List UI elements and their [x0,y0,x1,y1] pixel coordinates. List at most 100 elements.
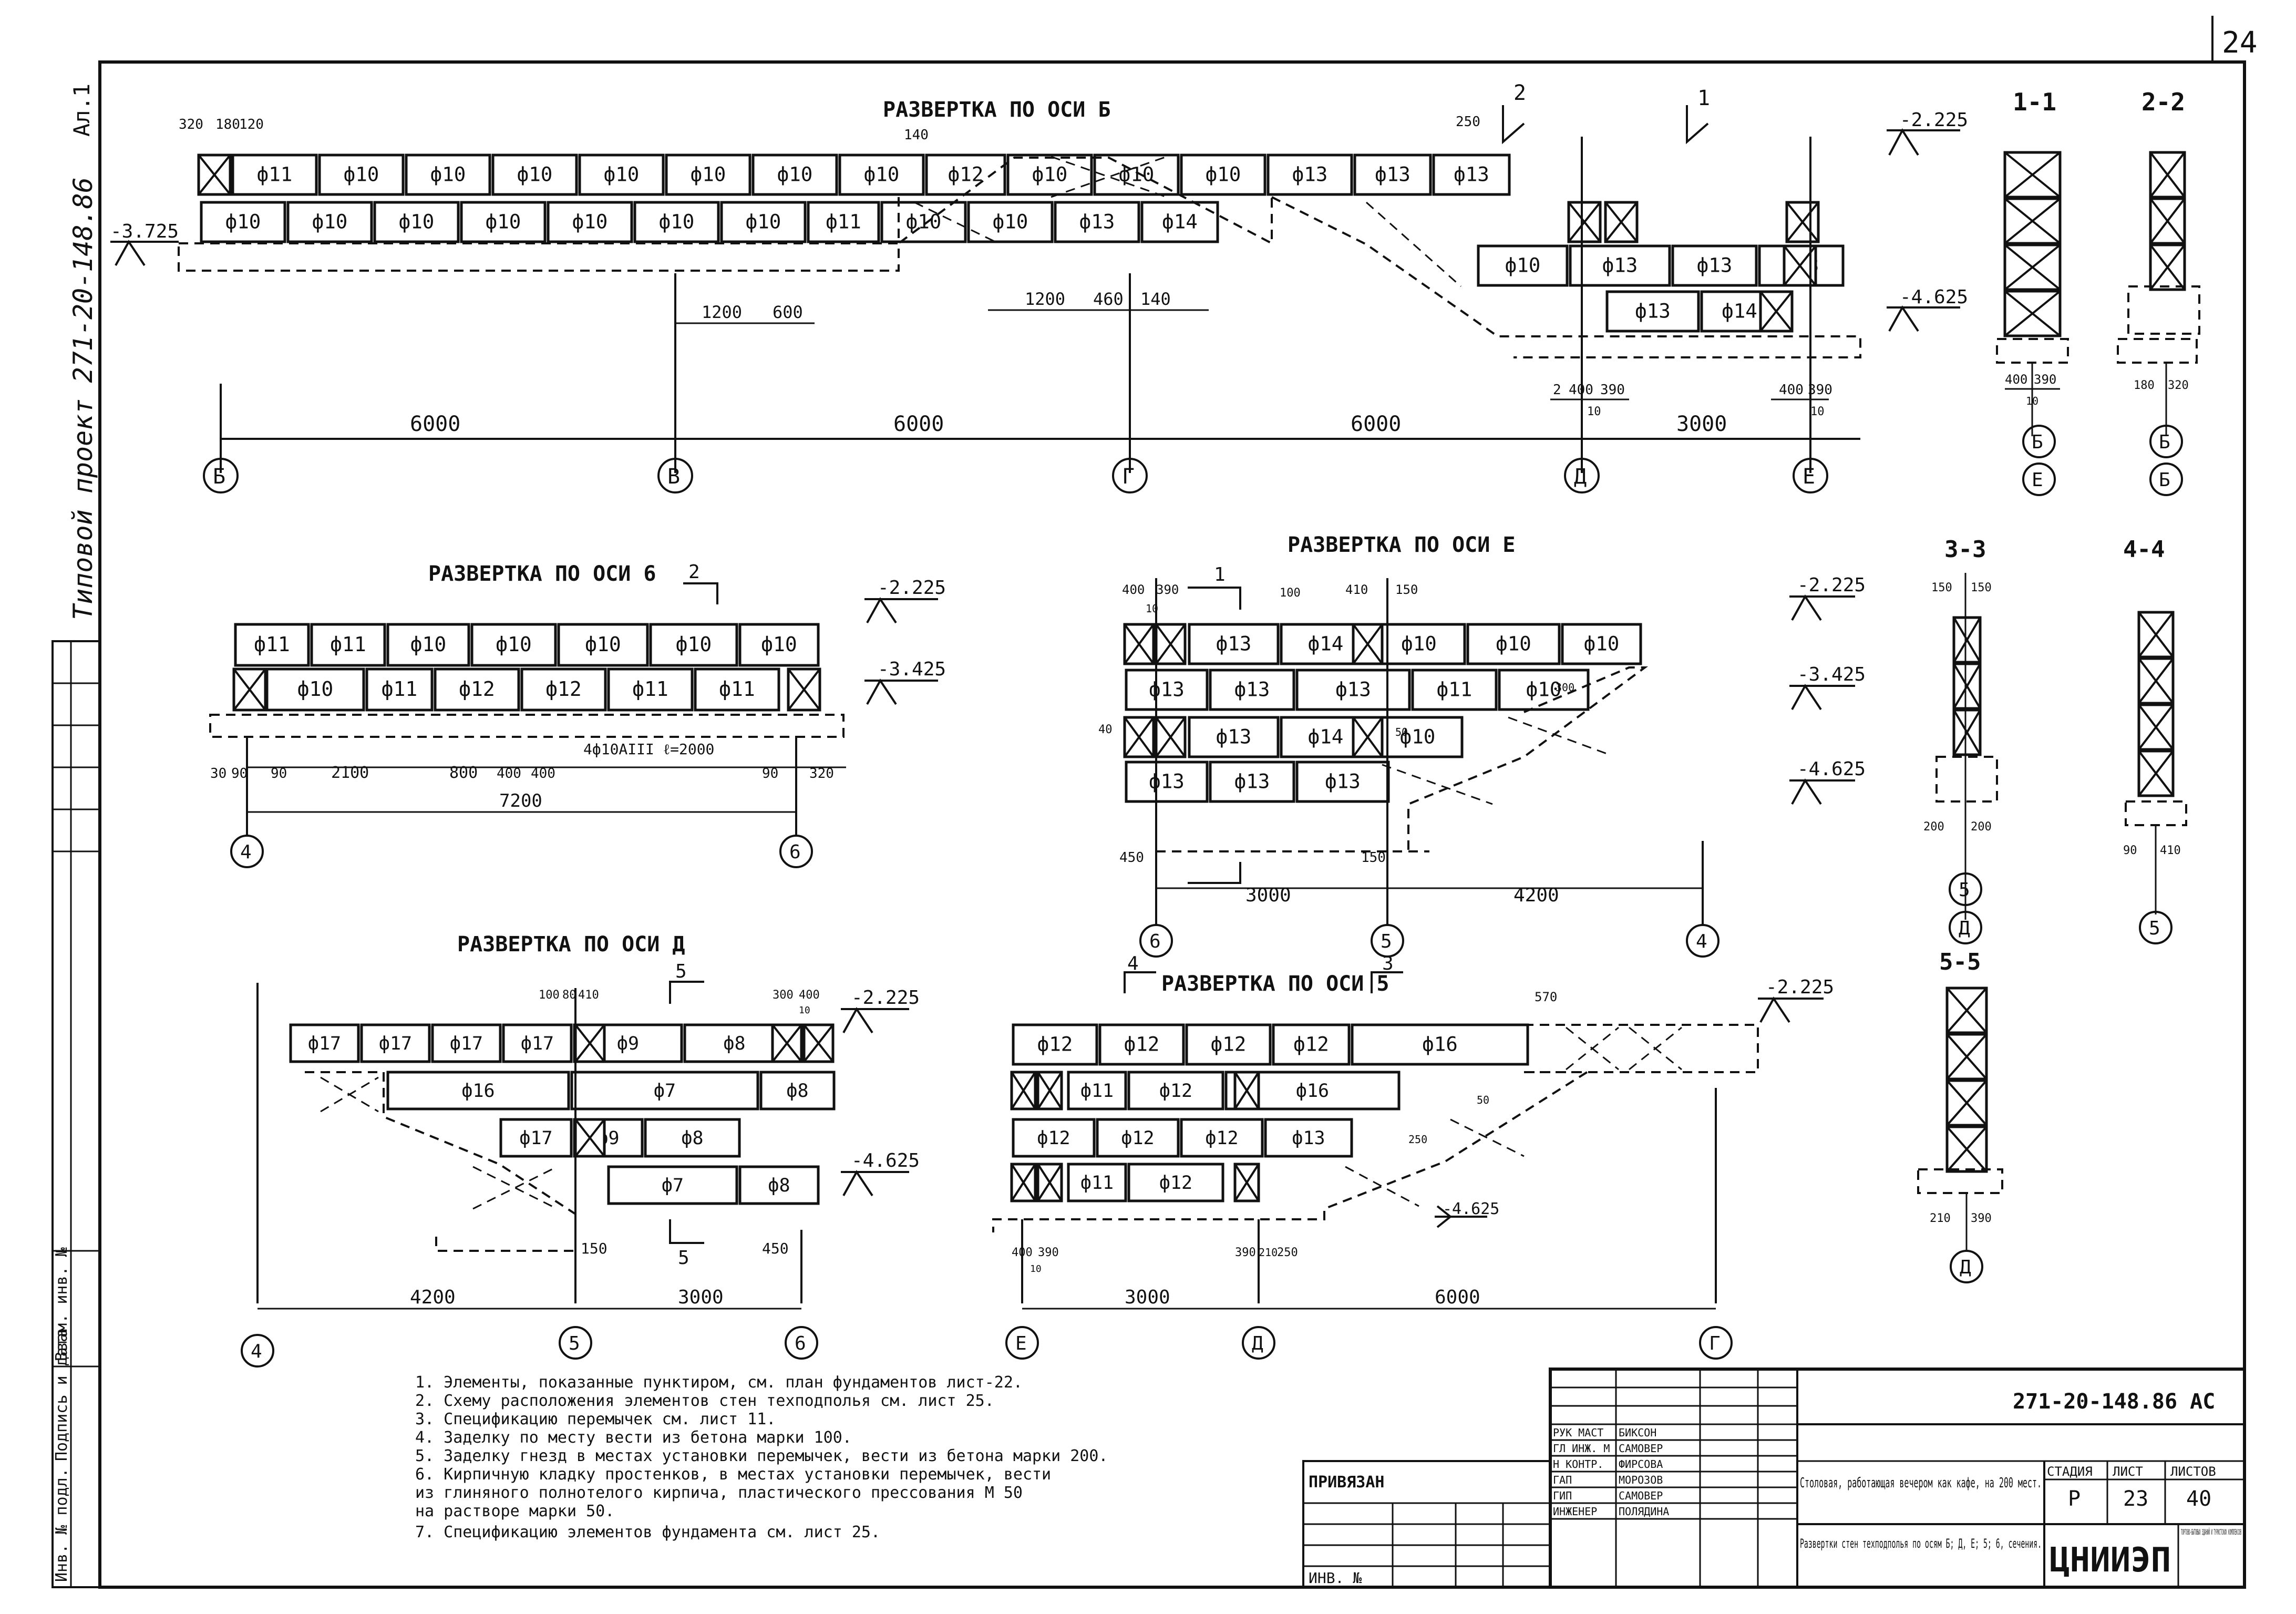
note-4: 4. Заделку по месту вести из бетона марк… [415,1428,852,1447]
v6-dim-8: 320 [809,766,834,782]
v6-dim-2: 90 [271,766,287,782]
vb-cut-0: 2 [1513,81,1526,105]
wall-block [1012,1023,1098,1066]
wall-block-label: ф10 [410,633,447,656]
section-5-5: 5-5 210 390 Д [1917,949,2003,1283]
vd-axis-0: 4 [251,1341,262,1362]
wall-block-label: ф8 [681,1128,703,1149]
wall-block-label: ф10 [777,163,813,186]
vd-cut-0: 5 [675,961,687,982]
v5-dim-3: 10 [1030,1263,1042,1274]
wall-block [1125,760,1209,803]
v5-dim-0: 570 [1535,990,1557,1004]
s33-dim-3: 200 [1971,820,1992,834]
note-6c: на растворе марки 50. [415,1502,614,1520]
tb-role: РУК МАСТ [1553,1426,1603,1439]
tb-role: ГАП [1553,1474,1572,1486]
s55-dim-0: 210 [1930,1212,1951,1225]
s22-dim-1: 320 [2168,379,2189,392]
wall-block-label: ф12 [545,677,582,701]
vd-axis-1: 5 [569,1333,580,1354]
s33-axis-0: 5 [1959,879,1970,901]
v6-dim-1: 90 [231,766,248,782]
wall-block [694,667,780,712]
wall-block-label: ф13 [1234,678,1270,701]
wall-block [1351,1023,1529,1066]
wall-block [1466,623,1561,665]
wall-block-label: ф11 [719,677,755,701]
s33-axis-1: Д [1959,918,1970,939]
wall-block-label: ф11 [826,210,861,233]
tb-org: ЦНИИЭП [2050,1541,2171,1580]
wall-block [1477,244,1569,287]
vb-dim-r-2: 390 [1600,382,1625,398]
wall-block-label: ф10 [517,163,553,186]
wall-block-label: ф10 [906,210,942,233]
wall-block-label: ф13 [1149,678,1185,701]
note-3: 3. Спецификацию перемычек см. лист 11. [415,1410,776,1428]
wall-block-label: ф11 [632,677,668,701]
v5-axis-0: Е [1015,1333,1027,1354]
wall-block-label: ф7 [654,1081,676,1102]
vb-dim-mid-1: 600 [773,302,803,322]
vb-dim-r-5: 10 [1587,405,1601,418]
wall-block [434,667,520,712]
ve-dim-0: 400 [1122,582,1145,597]
ve-axis-2: 4 [1696,931,1707,952]
vb-span-3: 3000 [1676,412,1727,436]
wall-block-label: ф10 [864,163,900,186]
wall-block [570,1071,759,1111]
section-1-1: 1-1 400 390 10 Б Е [1996,88,2069,496]
wall-block-label: ф10 [1526,678,1562,701]
wall-block [1054,201,1140,243]
tb-stage: Р [2068,1487,2081,1511]
wall-block [310,623,386,667]
wall-block [231,153,318,196]
tb-person: ФИРСОВА [1619,1458,1663,1471]
s22-title: 2-2 [2141,88,2185,116]
tb-project-name: Столовая, работающая вечером как кафе, н… [1800,1475,2042,1491]
vb-span-0: 6000 [410,412,460,436]
wall-block [1411,669,1498,711]
general-notes: 1. Элементы, показанные пунктиром, см. п… [415,1373,1108,1541]
s11-dim-2: 10 [2026,395,2038,407]
wall-block [1006,153,1093,196]
wall-block [1295,669,1411,711]
wall-block [491,153,578,196]
wall-block-label: ф14 [1308,632,1344,655]
vb-axis-4: Е [1803,465,1815,489]
section-2-2: 2-2 180 320 Б Б [2117,88,2200,496]
vb-axes: Б В Г Д Е [203,458,1828,494]
wall-block [460,201,547,243]
vd-title: РАЗВЕРТКА ПО ОСИ Д [457,932,685,957]
section-4-4: 4-4 90 410 5 [2123,536,2187,944]
wall-block-label: ф13 [1292,1128,1325,1149]
wall-block-label: ф10 [1401,632,1437,655]
vb-dim-r-6: 10 [1810,405,1825,418]
ve-dim-10: 150 [1361,850,1386,866]
vb-level-2: -4.625 [1900,286,1968,308]
vd-dim-6: 150 [581,1240,608,1257]
wall-block [386,1071,570,1111]
wall-block-label: ф13 [1697,254,1733,277]
wall-block-label: ф17 [519,1128,552,1149]
vb-dim-r-3: 400 [1779,382,1804,398]
left-margin-stamp: Инв. № подл. Подпись и дата Взам. инв. № [52,640,101,1588]
wall-block [1127,1163,1224,1202]
ve-cut: 1 [1214,564,1226,585]
wall-block-label: ф13 [1216,632,1252,655]
wall-block-label: ф17 [521,1033,554,1054]
vb-dim-top-0: 320 [179,117,203,132]
wall-block [1264,1118,1353,1158]
wall-block [200,201,286,243]
wall-block-label: ф13 [1325,770,1361,793]
v5-dim-5: 210 [1259,1246,1278,1259]
wall-block [318,153,405,196]
v6-axis-0: 4 [240,841,252,863]
wall-block [751,153,838,196]
wall-block [502,1023,573,1063]
wall-block [665,153,751,196]
wall-block-label: ф13 [1149,770,1185,793]
wall-block-label: ф13 [1602,254,1638,277]
